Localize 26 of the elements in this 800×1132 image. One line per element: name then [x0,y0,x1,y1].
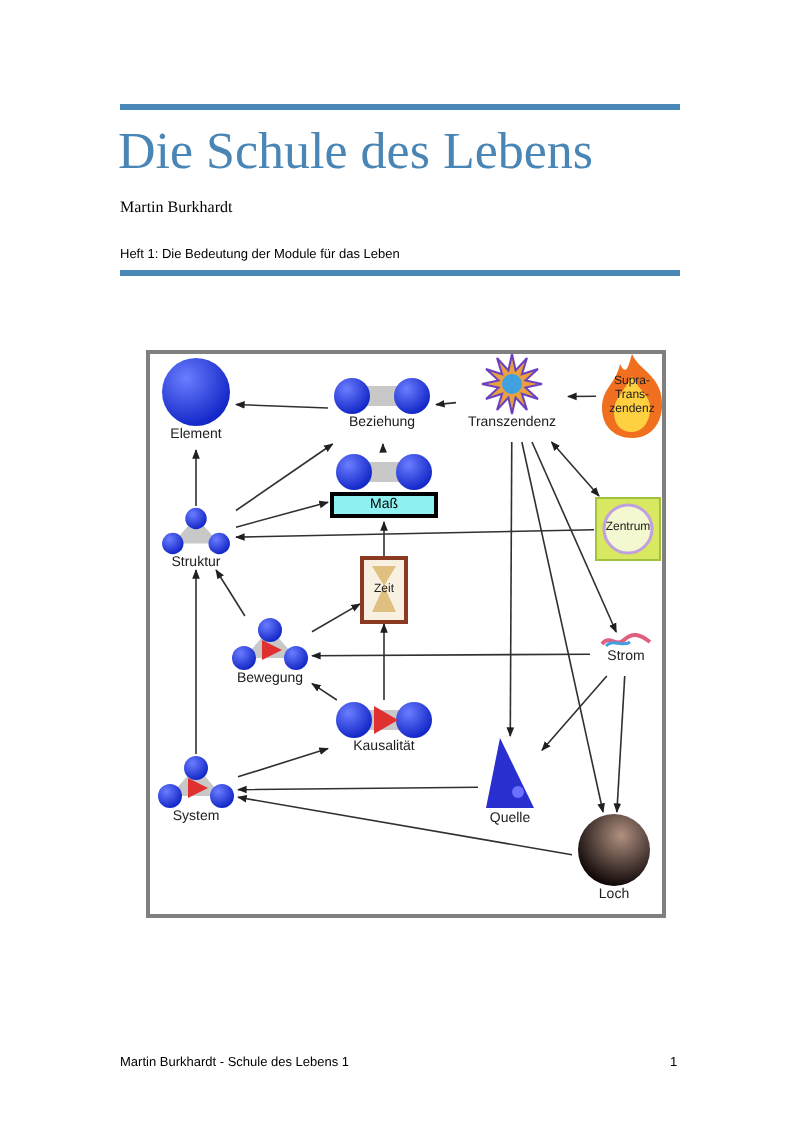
arrow [379,443,387,453]
arrow [235,401,329,409]
arrow [380,521,388,557]
arrow [237,794,573,856]
arrow [237,747,329,778]
arrow [235,443,334,512]
arrow [311,603,361,633]
arrow [192,449,200,507]
arrow [192,569,200,755]
author: Martin Burkhardt [120,196,233,220]
arrow [531,441,618,633]
arrow [235,500,329,528]
arrow [311,682,338,701]
arrow [506,441,515,737]
arrow [521,441,605,813]
arrow [380,623,388,701]
arrow [215,569,246,617]
arrow [550,441,600,497]
arrow [435,399,457,408]
arrow [613,675,626,813]
arrow [541,675,608,752]
title: Die Schule des Lebens [118,120,594,184]
arrow [567,392,597,401]
arrow [311,651,591,660]
arrow [237,785,479,794]
arrow [235,528,595,541]
